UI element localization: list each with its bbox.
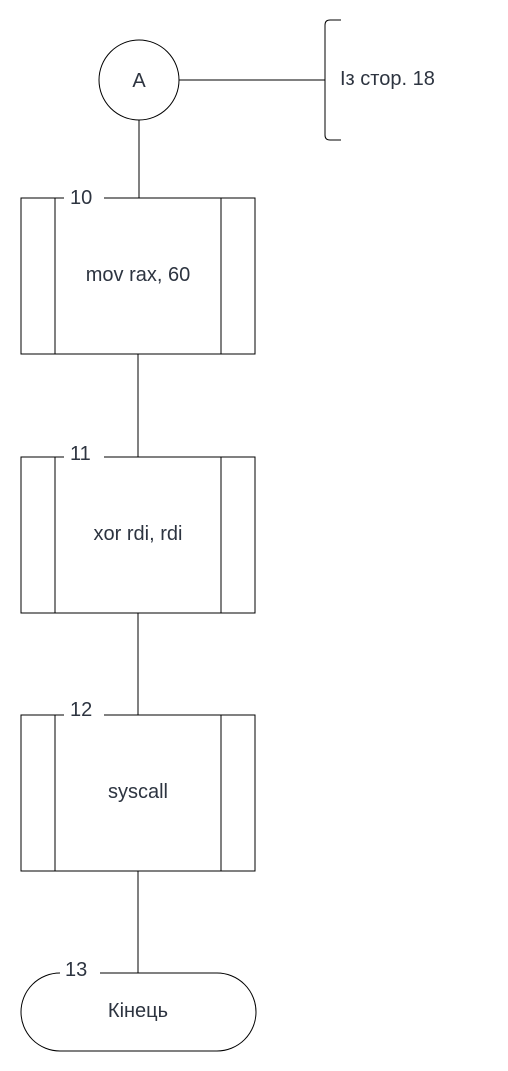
process-block-12: 12 syscall [20,699,256,872]
offpage-connector: A [98,39,180,121]
block-number: 10 [70,187,92,209]
annotation-bracket [324,19,341,141]
annotation: Із стор. 18 [324,19,435,141]
terminator-text: Кінець [108,1000,168,1022]
process-block-11: 11 xor rdi, rdi [20,443,256,614]
terminator-number: 13 [65,959,87,981]
connector-label: A [132,70,146,92]
block-number: 11 [70,443,91,465]
block-text: xor rdi, rdi [94,523,183,545]
annotation-text: Із стор. 18 [340,68,435,90]
block-text: syscall [108,781,168,803]
block-number: 12 [70,699,92,721]
block-text: mov rax, 60 [86,264,190,286]
process-block-10: 10 mov rax, 60 [20,186,256,355]
terminator: 13 Кінець [20,959,257,1052]
